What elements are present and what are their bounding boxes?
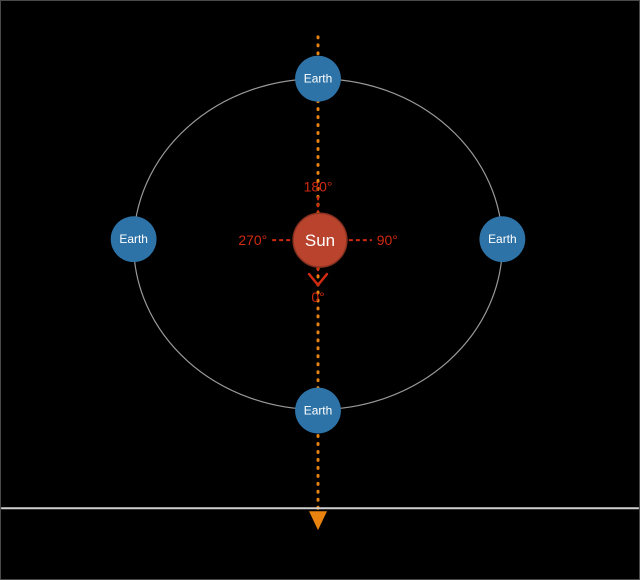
angle-arrowhead-0-icon <box>307 272 329 287</box>
earth-circle-left <box>110 216 157 263</box>
earth-right: Earth <box>479 216 526 263</box>
earth-label-top: Earth <box>304 72 333 86</box>
angle-label-270: 270° <box>238 232 267 248</box>
angle-label-90: 90° <box>377 232 398 248</box>
reference-arrowhead-icon <box>309 511 327 531</box>
earth-label-bottom: Earth <box>304 404 333 418</box>
angle-label-0: 0° <box>311 289 324 305</box>
sun-label: Sun <box>305 231 335 250</box>
earth-label-left: Earth <box>119 232 148 246</box>
sun-circle <box>292 212 348 268</box>
earth-circle-top <box>295 55 341 102</box>
earth-left: Earth <box>110 216 157 263</box>
sun: Sun <box>292 212 348 268</box>
earth-top: Earth <box>295 55 341 102</box>
earth-circle-bottom <box>295 387 341 434</box>
earth-label-right: Earth <box>488 232 517 246</box>
angle-label-180: 180° <box>304 178 333 194</box>
earth-bottom: Earth <box>295 387 341 434</box>
earth-circle-right <box>479 216 526 263</box>
